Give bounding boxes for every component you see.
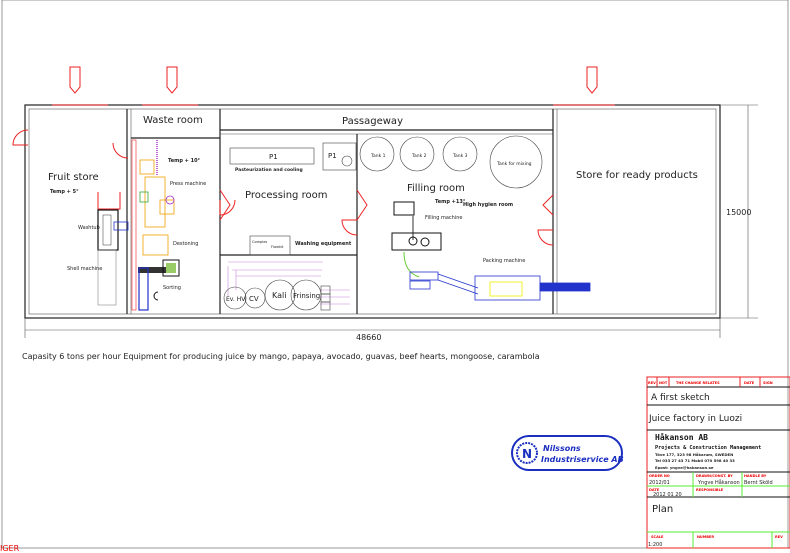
entrance-arrows — [69, 66, 598, 94]
tb-order: 2012/01 — [649, 480, 670, 486]
shell-machine-label: Shell machine — [67, 266, 102, 272]
caption: Capasity 6 tons per hour Equipment for p… — [22, 352, 540, 361]
room-label-processing: Processing room — [245, 190, 327, 201]
tb-sign-header: SIGN — [763, 381, 773, 385]
washtub-label: Washtub — [78, 225, 100, 231]
p1-pasteurizer — [229, 147, 315, 165]
tb-sketch: A first sketch — [651, 393, 710, 403]
frinsing-label: Frinsing — [293, 292, 320, 300]
svg-text:Nilssons: Nilssons — [543, 444, 581, 453]
press-machine — [139, 159, 175, 256]
nilssons-logo: N Nilssons Industriservice AB — [511, 435, 624, 471]
destoning-label: Destoning — [173, 241, 198, 247]
cv-label: CV — [249, 295, 259, 303]
washtub — [97, 192, 129, 306]
high-hygiene-label: High hygien room — [463, 202, 513, 208]
tb-company: Håkanson AB — [655, 432, 708, 442]
press-temp: Temp + 10° — [168, 158, 201, 164]
tb-order-label: ORDER NO — [649, 474, 670, 478]
tank2-label: Tank 2 — [411, 153, 427, 159]
svg-text:Industriservice AB: Industriservice AB — [541, 455, 624, 464]
corner-text: IGER — [0, 544, 20, 553]
washing-label: Washing equipment — [295, 241, 352, 247]
sorting-label: Sorting — [163, 285, 181, 291]
ev-hv-label: Ev. HV — [226, 296, 246, 303]
tb-date-label: DATE — [649, 488, 660, 492]
flowkit-label: Flowkit — [271, 245, 284, 249]
filling-machine — [391, 201, 442, 278]
tb-not-header: NOT — [659, 381, 668, 385]
tb-drawn: Yngve Håkanson — [697, 479, 740, 486]
tank3-label: Tank 3 — [452, 153, 468, 159]
room-label-passageway: Passageway — [342, 116, 403, 127]
p1-label-b: P1 — [328, 152, 337, 160]
tb-drawn-label: DRAWN/CONST. BY — [696, 474, 733, 478]
filling-machine-label: Filling machine — [425, 215, 463, 221]
tb-project: Juice factory in Luozi — [648, 414, 742, 424]
title-block — [646, 376, 790, 549]
press-machine-label: Press machine — [170, 181, 206, 187]
tb-resp-label: RESPONSIBLE — [696, 488, 724, 492]
tb-email: Epost: yngve@hakanson.se — [655, 465, 714, 470]
tb-address: Töve 177, 323 98 Håkarum, SWEDEN — [655, 452, 733, 457]
washing-equipment — [249, 235, 291, 256]
pump-icon — [341, 155, 353, 167]
building-walls — [24, 104, 721, 319]
cip-tanks — [223, 279, 331, 311]
tb-rev-header: REV — [648, 381, 656, 385]
width-dimension: 48660 — [356, 333, 381, 342]
room-label-filling: Filling room — [407, 183, 465, 194]
tb-phone: Tel 033 27 43 71 Mobil 070 598 40 33 — [655, 458, 735, 463]
depth-dimension: 15000 — [726, 208, 751, 217]
room-label-fruit-store: Fruit store — [48, 172, 99, 183]
kali-label: Kali — [272, 291, 286, 300]
fruit-store-temp: Temp + 5° — [50, 189, 79, 195]
pasteurization-label: Pasteurization and cooling — [235, 167, 303, 173]
tb-date-header: DATE — [744, 381, 755, 385]
sorting-machine — [138, 259, 180, 311]
tanks — [359, 135, 543, 189]
tb-change-header: THE CHANGE RELATES — [676, 381, 720, 385]
tb-date: 2012 01 20 — [653, 492, 682, 498]
tb-scale-label: SCALE — [651, 535, 664, 539]
tank1-label: Tank 1 — [370, 153, 386, 159]
tb-handle: Bernt Sköld — [744, 480, 773, 486]
packing-machine — [409, 271, 591, 301]
filling-temp: Temp +13° — [435, 199, 466, 205]
tb-handle-label: HANDLE BY — [744, 474, 767, 478]
doors[interactable] — [12, 129, 554, 246]
tb-rev-label: REV — [775, 535, 783, 539]
tb-number-label: NUMBER — [697, 535, 714, 539]
cip-piping — [227, 261, 350, 305]
room-label-waste: Waste room — [143, 115, 203, 126]
red-channel — [131, 139, 137, 311]
dimension-lines — [24, 104, 758, 338]
room-label-store: Store for ready products — [576, 170, 698, 181]
p1-label-a: P1 — [269, 153, 278, 161]
complex-label: Complex — [252, 240, 267, 244]
tb-company-sub: Projects & Construction Management — [655, 444, 761, 451]
p1-unit — [322, 142, 357, 171]
tank-mixing-label: Tank for mixing — [496, 161, 532, 167]
svg-text:N: N — [522, 447, 532, 461]
tb-scale: 1:200 — [648, 542, 662, 548]
packing-machine-label: Packing machine — [483, 258, 525, 264]
tb-drawing: Plan — [652, 504, 673, 515]
